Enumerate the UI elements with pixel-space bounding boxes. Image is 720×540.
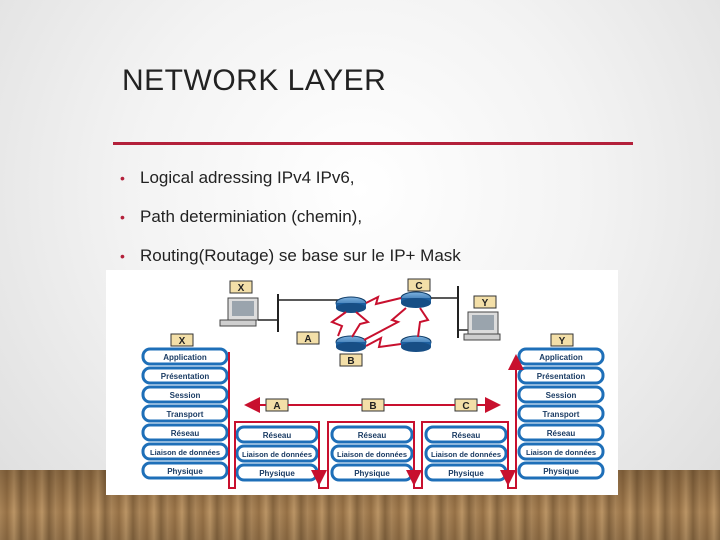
- osi-layer: [141, 423, 229, 442]
- bullet-dot-icon: •: [120, 248, 125, 264]
- slide-title: NETWORK LAYER: [122, 64, 387, 97]
- osi-layer-label: Liaison de données: [150, 448, 220, 457]
- osi-layer: [517, 404, 605, 423]
- router-d-icon: [400, 335, 432, 352]
- end-host-y-label: Y: [559, 336, 566, 347]
- router-c-label-box: [407, 278, 431, 292]
- router-c-label: C: [415, 281, 422, 292]
- osi-layer: [517, 442, 605, 461]
- wan-link: [351, 311, 371, 338]
- osi-layer: [141, 442, 229, 461]
- router-c-icon: [400, 291, 432, 308]
- osi-section: X Y A B C Application: [141, 333, 605, 489]
- title-divider: [113, 142, 633, 145]
- router-a-stack: Réseau Liaison de données Physique: [235, 425, 319, 482]
- osi-layer: [424, 444, 508, 463]
- end-host-x-label-box: [170, 333, 194, 347]
- osi-layer-label: Réseau: [452, 431, 481, 440]
- path-router-c-label: C: [462, 401, 469, 412]
- osi-layer: [330, 425, 414, 444]
- osi-layer-label: Liaison de données: [337, 450, 407, 459]
- router-a-label: A: [304, 334, 311, 345]
- osi-layer-label: Liaison de données: [242, 450, 312, 459]
- osi-layer-label: Réseau: [547, 429, 576, 438]
- osi-layer-label: Présentation: [537, 372, 586, 381]
- bullet-item: • Logical adressing IPv4 IPv6,: [120, 165, 461, 204]
- osi-layer-label: Physique: [354, 469, 390, 478]
- osi-layer: [141, 385, 229, 404]
- host-y-label: Y: [482, 298, 489, 309]
- osi-layer-label: Liaison de données: [431, 450, 501, 459]
- osi-layer-label: Physique: [259, 469, 295, 478]
- router-c-stack: Réseau Liaison de données Physique: [424, 425, 508, 482]
- data-path: [228, 352, 517, 489]
- host-x-stack: Application Présentation Session Transpo…: [141, 347, 229, 480]
- router-b-icon: [335, 335, 367, 352]
- osi-layer: [141, 347, 229, 366]
- osi-layer-label: Physique: [448, 469, 484, 478]
- host-y-stack: Application Présentation Session Transpo…: [517, 347, 605, 480]
- osi-layer-label: Physique: [543, 467, 579, 476]
- osi-layer-label: Réseau: [171, 429, 200, 438]
- osi-routing-diagram: X: [141, 278, 605, 489]
- osi-layer: [330, 444, 414, 463]
- osi-layer: [424, 425, 508, 444]
- wan-link: [363, 307, 407, 341]
- osi-layer: [517, 461, 605, 480]
- osi-routing-figure: X: [106, 270, 618, 495]
- bullet-text: Path determiniation (chemin),: [140, 207, 363, 226]
- bullet-dot-icon: •: [120, 209, 125, 225]
- router-b-stack: Réseau Liaison de données Physique: [330, 425, 414, 482]
- osi-layer-label: Application: [539, 353, 583, 362]
- host-x-computer-icon: [219, 297, 259, 327]
- osi-layer-label: Présentation: [161, 372, 210, 381]
- path-router-a-label: A: [273, 401, 280, 412]
- bullet-item: • Path determiniation (chemin),: [120, 204, 461, 243]
- end-host-x-label: X: [179, 336, 186, 347]
- host-y-label-box: [473, 295, 497, 309]
- osi-layer-label: Liaison de données: [526, 448, 596, 457]
- wan-link: [365, 336, 402, 349]
- osi-layer-label: Transport: [543, 410, 580, 419]
- osi-layer-label: Session: [170, 391, 201, 400]
- end-host-y-label-box: [550, 333, 574, 347]
- router-b-label-box: [339, 353, 363, 367]
- wan-link: [417, 307, 430, 338]
- osi-layer: [235, 425, 319, 444]
- osi-layer: [141, 404, 229, 423]
- osi-layer: [141, 366, 229, 385]
- wan-link: [365, 295, 402, 306]
- osi-layer-label: Session: [546, 391, 577, 400]
- bullet-dot-icon: •: [120, 170, 125, 186]
- wan-link: [329, 311, 347, 337]
- osi-layer-label: Transport: [167, 410, 204, 419]
- topology: X: [219, 278, 501, 367]
- osi-layer-label: Application: [163, 353, 207, 362]
- router-a-icon: [335, 296, 367, 313]
- host-x-label-box: [229, 280, 253, 294]
- osi-layer-label: Physique: [167, 467, 203, 476]
- osi-layer: [141, 461, 229, 480]
- router-a-label-box: [296, 331, 320, 345]
- host-y-computer-icon: [463, 311, 501, 341]
- osi-layer: [517, 423, 605, 442]
- osi-layer: [235, 444, 319, 463]
- bullet-text: Logical adressing IPv4 IPv6,: [140, 168, 355, 187]
- osi-layer: [517, 385, 605, 404]
- osi-layer: [517, 366, 605, 385]
- bullet-list: • Logical adressing IPv4 IPv6, • Path dete…: [120, 165, 461, 282]
- bullet-text: Routing(Routage) se base sur le IP+ Mask: [140, 246, 461, 265]
- osi-layer-label: Réseau: [358, 431, 387, 440]
- osi-layer-label: Réseau: [263, 431, 292, 440]
- router-b-label: B: [347, 356, 354, 367]
- host-x-label: X: [238, 283, 245, 294]
- bullet-item: • Routing(Routage) se base sur le IP+ Mas…: [120, 243, 461, 282]
- path-router-b-label: B: [369, 401, 376, 412]
